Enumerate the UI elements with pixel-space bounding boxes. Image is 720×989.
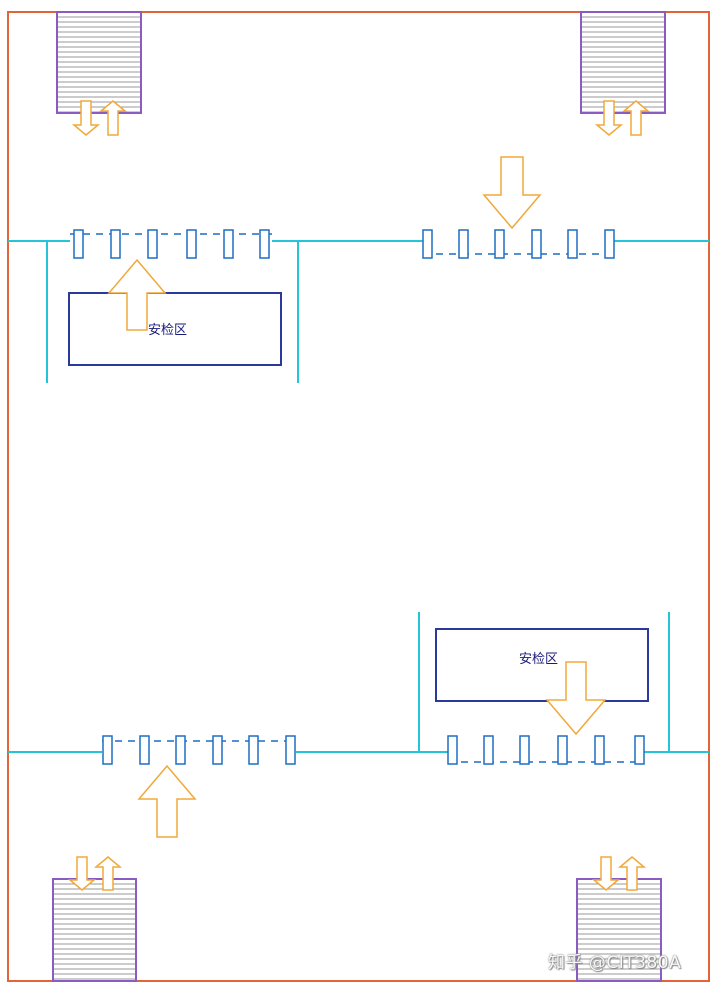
flow-arrow-down-upper <box>482 156 542 230</box>
security-zone-top-left <box>68 292 282 366</box>
fare-gate <box>594 735 605 765</box>
stairwell-top-right <box>580 11 666 114</box>
fare-gate <box>557 735 568 765</box>
fare-gate <box>458 229 469 259</box>
stairwell-top-left <box>56 11 142 114</box>
fare-gate <box>483 735 494 765</box>
security-zone-bottom-right <box>435 628 649 702</box>
stair-arrow-top-left-down <box>71 100 101 136</box>
flow-arrows <box>67 100 651 891</box>
stair-outline <box>576 878 662 982</box>
flow-arrow-down-lower <box>545 661 607 736</box>
fare-gates-upper-right <box>422 229 615 259</box>
fare-gates-lower-right <box>447 735 645 765</box>
fare-gate <box>422 229 433 259</box>
fare-gate <box>73 229 84 259</box>
fare-gate <box>175 735 186 765</box>
fare-gate <box>248 735 259 765</box>
flow-arrow-up-lower <box>137 764 197 838</box>
fare-gate <box>223 229 234 259</box>
stair-arrow-bottom-right-up <box>617 856 647 891</box>
fare-gate <box>494 229 505 259</box>
flow-arrow-up-upper <box>107 258 167 331</box>
stair-outline <box>580 11 666 114</box>
fare-gate <box>634 735 645 765</box>
stairwell-bottom-right <box>576 878 662 982</box>
stair-outline <box>52 878 137 982</box>
security-zone-label-bottom: 安检区 <box>519 652 558 667</box>
fare-gate <box>259 229 270 259</box>
fare-gates-upper-left <box>70 229 272 259</box>
watermark: 知乎 @CIT380A <box>548 953 682 973</box>
stair-outline <box>56 11 142 114</box>
fare-gate <box>186 229 197 259</box>
fare-gate <box>102 735 113 765</box>
stair-arrow-bottom-left-up <box>93 856 123 891</box>
stair-arrow-top-right-down <box>594 100 624 136</box>
fare-gate <box>285 735 296 765</box>
fare-gate <box>110 229 121 259</box>
fare-gate <box>531 229 542 259</box>
fare-gate <box>519 735 530 765</box>
fare-gate <box>447 735 458 765</box>
fare-gate <box>604 229 615 259</box>
stair-arrow-bottom-right-down <box>591 856 621 891</box>
fare-barrier-line-lower <box>8 612 709 753</box>
stair-arrow-top-right-up <box>621 100 651 136</box>
fare-gate <box>147 229 158 259</box>
stairwell-bottom-left <box>52 878 137 982</box>
stair-arrow-bottom-left-down <box>67 856 97 891</box>
fare-gate <box>567 229 578 259</box>
fare-barrier-line-upper <box>8 240 709 383</box>
fare-gates-lower-left <box>102 735 296 765</box>
fare-gate <box>212 735 223 765</box>
stair-arrow-top-left-up <box>98 100 128 136</box>
station-boundary <box>7 11 710 982</box>
security-zone-label-top: 安检区 <box>148 323 187 338</box>
fare-gate <box>139 735 150 765</box>
